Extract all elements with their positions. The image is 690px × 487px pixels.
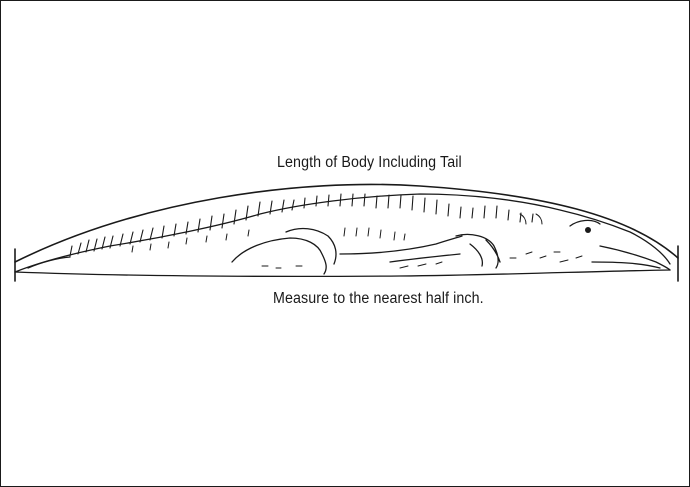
- alligator-back-outline: [15, 194, 670, 272]
- alligator-brow: [570, 220, 600, 226]
- measuring-arc: [15, 184, 678, 262]
- alligator-front-leg: [456, 234, 500, 268]
- alligator-snout-outline: [600, 246, 670, 270]
- alligator-tail-tip: [28, 257, 70, 268]
- alligator-belly-outline: [15, 270, 670, 276]
- alligator-eye: [585, 227, 591, 233]
- alligator-dorsal-scutes: [70, 194, 533, 256]
- alligator-side-line: [390, 254, 460, 262]
- alligator-icon: [15, 194, 670, 276]
- alligator-jaw-outline: [592, 262, 660, 268]
- measure-note: Measure to the nearest half inch.: [273, 290, 484, 308]
- alligator-flank-fold: [340, 236, 462, 254]
- length-label: Length of Body Including Tail: [277, 154, 462, 172]
- alligator-hind-leg: [232, 229, 336, 274]
